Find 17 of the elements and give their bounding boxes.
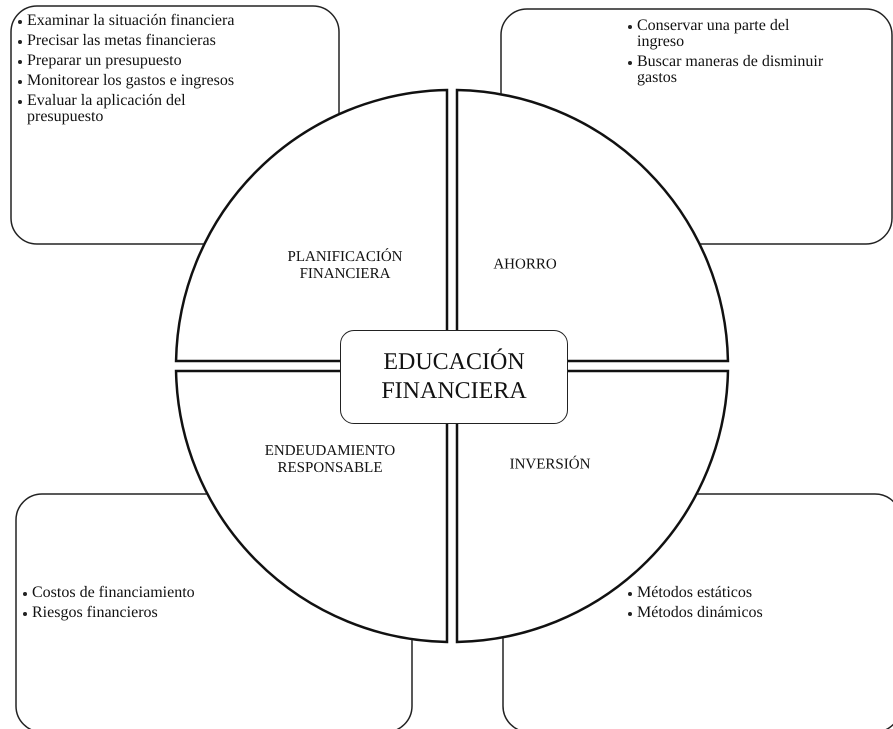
bullet-item: Conservar una parte del ingreso — [637, 17, 790, 50]
bullet-item: Evaluar la aplicación del presupuesto — [27, 92, 186, 125]
bullet-item: Preparar un presupuesto — [27, 52, 182, 69]
quadrant-label: INVERSIÓN — [508, 456, 592, 474]
quadrant-label: PLANIFICACIÓN FINANCIERA — [286, 249, 404, 283]
quadrant-label: ENDEUDAMIENTO RESPONSABLE — [264, 443, 396, 477]
bullet-item: Costos de financiamiento — [32, 584, 195, 601]
bullet-item: Precisar las metas financieras — [27, 32, 216, 49]
bullet-item: Riesgos financieros — [32, 604, 158, 621]
center-box — [340, 330, 568, 424]
bullet-item: Monitorear los gastos e ingresos — [27, 72, 234, 89]
center-title: EDUCACIÓN FINANCIERA — [380, 348, 528, 406]
bullet-item: Buscar maneras de disminuir gastos — [637, 53, 824, 86]
bullet-item: Examinar la situación financiera — [27, 12, 234, 29]
quadrant-label: AHORRO — [492, 256, 558, 274]
bullet-item: Métodos estáticos — [637, 584, 752, 601]
bullet-item: Métodos dinámicos — [637, 604, 763, 621]
